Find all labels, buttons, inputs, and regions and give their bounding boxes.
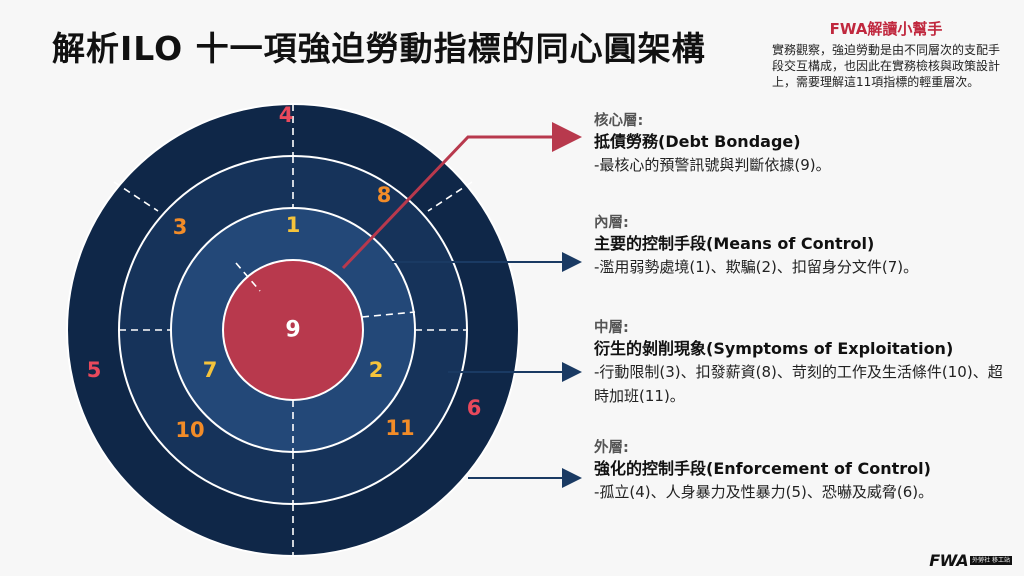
layer-heading: 強化的控制手段(Enforcement of Control) [594, 459, 931, 478]
middle-number-3: 3 [173, 215, 188, 239]
layer-outer: 外層: 強化的控制手段(Enforcement of Control) -孤立(… [594, 438, 1014, 504]
layer-name: 外層: [594, 440, 629, 456]
inner-number-1: 1 [286, 213, 301, 237]
middle-number-11: 11 [385, 416, 414, 440]
core-connector-arrow [341, 122, 582, 270]
helper-body: 實務觀察，強迫勞動是由不同層次的支配手段交互構成，也因此在實務檢核與政策設計上，… [772, 43, 1001, 89]
inner-number-7: 7 [203, 358, 218, 382]
layer-name: 核心層: [594, 113, 644, 129]
middle-number-10: 10 [175, 418, 204, 442]
core-number: 9 [285, 318, 300, 343]
fwa-logo: FWA 外勞社 移工站 [929, 551, 1012, 570]
middle-number-8: 8 [377, 183, 392, 207]
inner-number-2: 2 [369, 358, 384, 382]
layer-heading: 抵債勞務(Debt Bondage) [594, 132, 801, 151]
layer-name: 內層: [594, 215, 629, 231]
helper-title: FWA解讀小幫手 [829, 20, 943, 38]
layer-heading: 主要的控制手段(Means of Control) [594, 234, 875, 253]
page-title: 解析ILO 十一項強迫勞動指標的同心圓架構 [52, 29, 706, 68]
layer-middle: 中層: 衍生的剝削現象(Symptoms of Exploitation) -行… [594, 318, 1014, 408]
layer-desc: -孤立(4)、人身暴力及性暴力(5)、恐嚇及威脅(6)。 [594, 483, 934, 501]
layer-desc: -行動限制(3)、扣發薪資(8)、苛刻的工作及生活條件(10)、超時加班(11)… [594, 363, 1003, 405]
separators [113, 104, 473, 556]
layer-inner: 內層: 主要的控制手段(Means of Control) -濫用弱勢處境(1)… [594, 213, 1014, 279]
outer-number-4: 4 [279, 103, 294, 127]
layer-name: 中層: [594, 320, 629, 336]
layer-desc: -濫用弱勢處境(1)、欺騙(2)、扣留身分文件(7)。 [594, 258, 919, 276]
layer-heading: 衍生的剝削現象(Symptoms of Exploitation) [594, 339, 954, 358]
outer-number-6: 6 [467, 396, 482, 420]
logo-box: 外勞社 移工站 [970, 556, 1012, 565]
layer-core: 核心層: 抵債勞務(Debt Bondage) -最核心的預警訊號與判斷依據(9… [594, 111, 1014, 177]
outer-number-5: 5 [87, 358, 102, 382]
layer-desc: -最核心的預警訊號與判斷依據(9)。 [594, 156, 831, 174]
logo-text: FWA [929, 551, 969, 570]
helper-box: FWA解讀小幫手 實務觀察，強迫勞動是由不同層次的支配手段交互構成，也因此在實務… [772, 18, 1000, 90]
